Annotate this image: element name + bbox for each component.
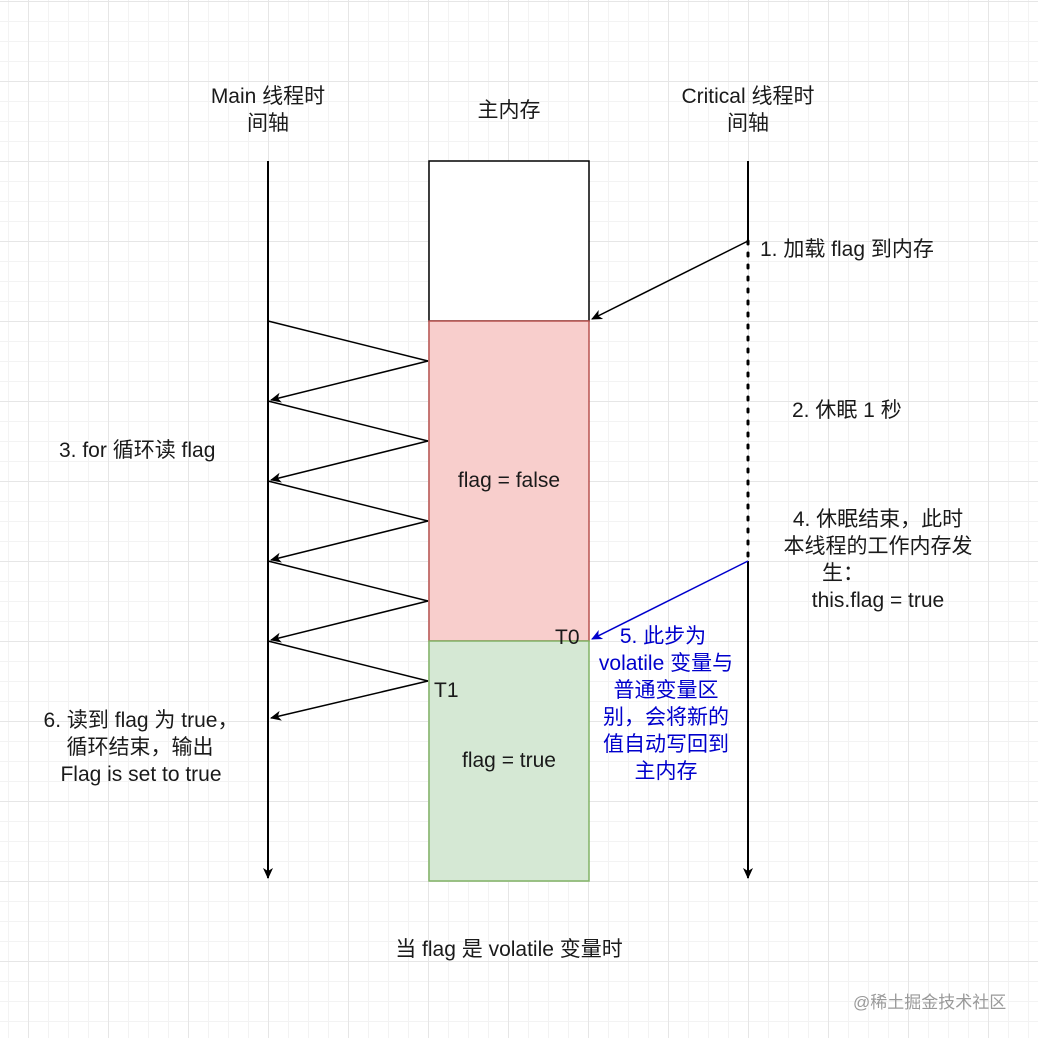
step2-label: 2. 休眠 1 秒 (792, 399, 902, 422)
step4-label: 4. 休眠结束，此时 本线程的工作内存发 生： this.flag = true (783, 508, 973, 612)
memory-true-block (428, 640, 590, 882)
step3-label: 3. for 循环读 flag (59, 439, 216, 462)
step6-label: 6. 读到 flag 为 true， 循环结束，输出 Flag is set t… (43, 709, 239, 786)
memory-empty-block (428, 160, 590, 322)
write-back-arrow (591, 560, 749, 640)
memory-false-block (428, 320, 590, 642)
diagram-caption: 当 flag 是 volatile 变量时 (395, 938, 623, 961)
for-loop-read-zigzag (267, 320, 429, 721)
watermark-text: @稀土掘金技术社区 (853, 993, 1007, 1012)
flag-true-label: flag = true (462, 749, 556, 772)
load-flag-arrow (591, 240, 749, 320)
flag-false-label: flag = false (457, 469, 561, 492)
main-timeline-header: Main 线程时 间轴 (210, 85, 326, 135)
step5-label: 5. 此步为 volatile 变量与 普通变量区 别，会将新的 值自动写回到 … (598, 625, 734, 783)
main-memory-header: 主内存 (477, 99, 541, 122)
step1-label: 1. 加载 flag 到内存 (760, 238, 934, 261)
t0-marker: T0 (555, 626, 580, 649)
t1-marker: T1 (434, 679, 459, 702)
critical-timeline-header: Critical 线程时 间轴 (681, 85, 815, 135)
